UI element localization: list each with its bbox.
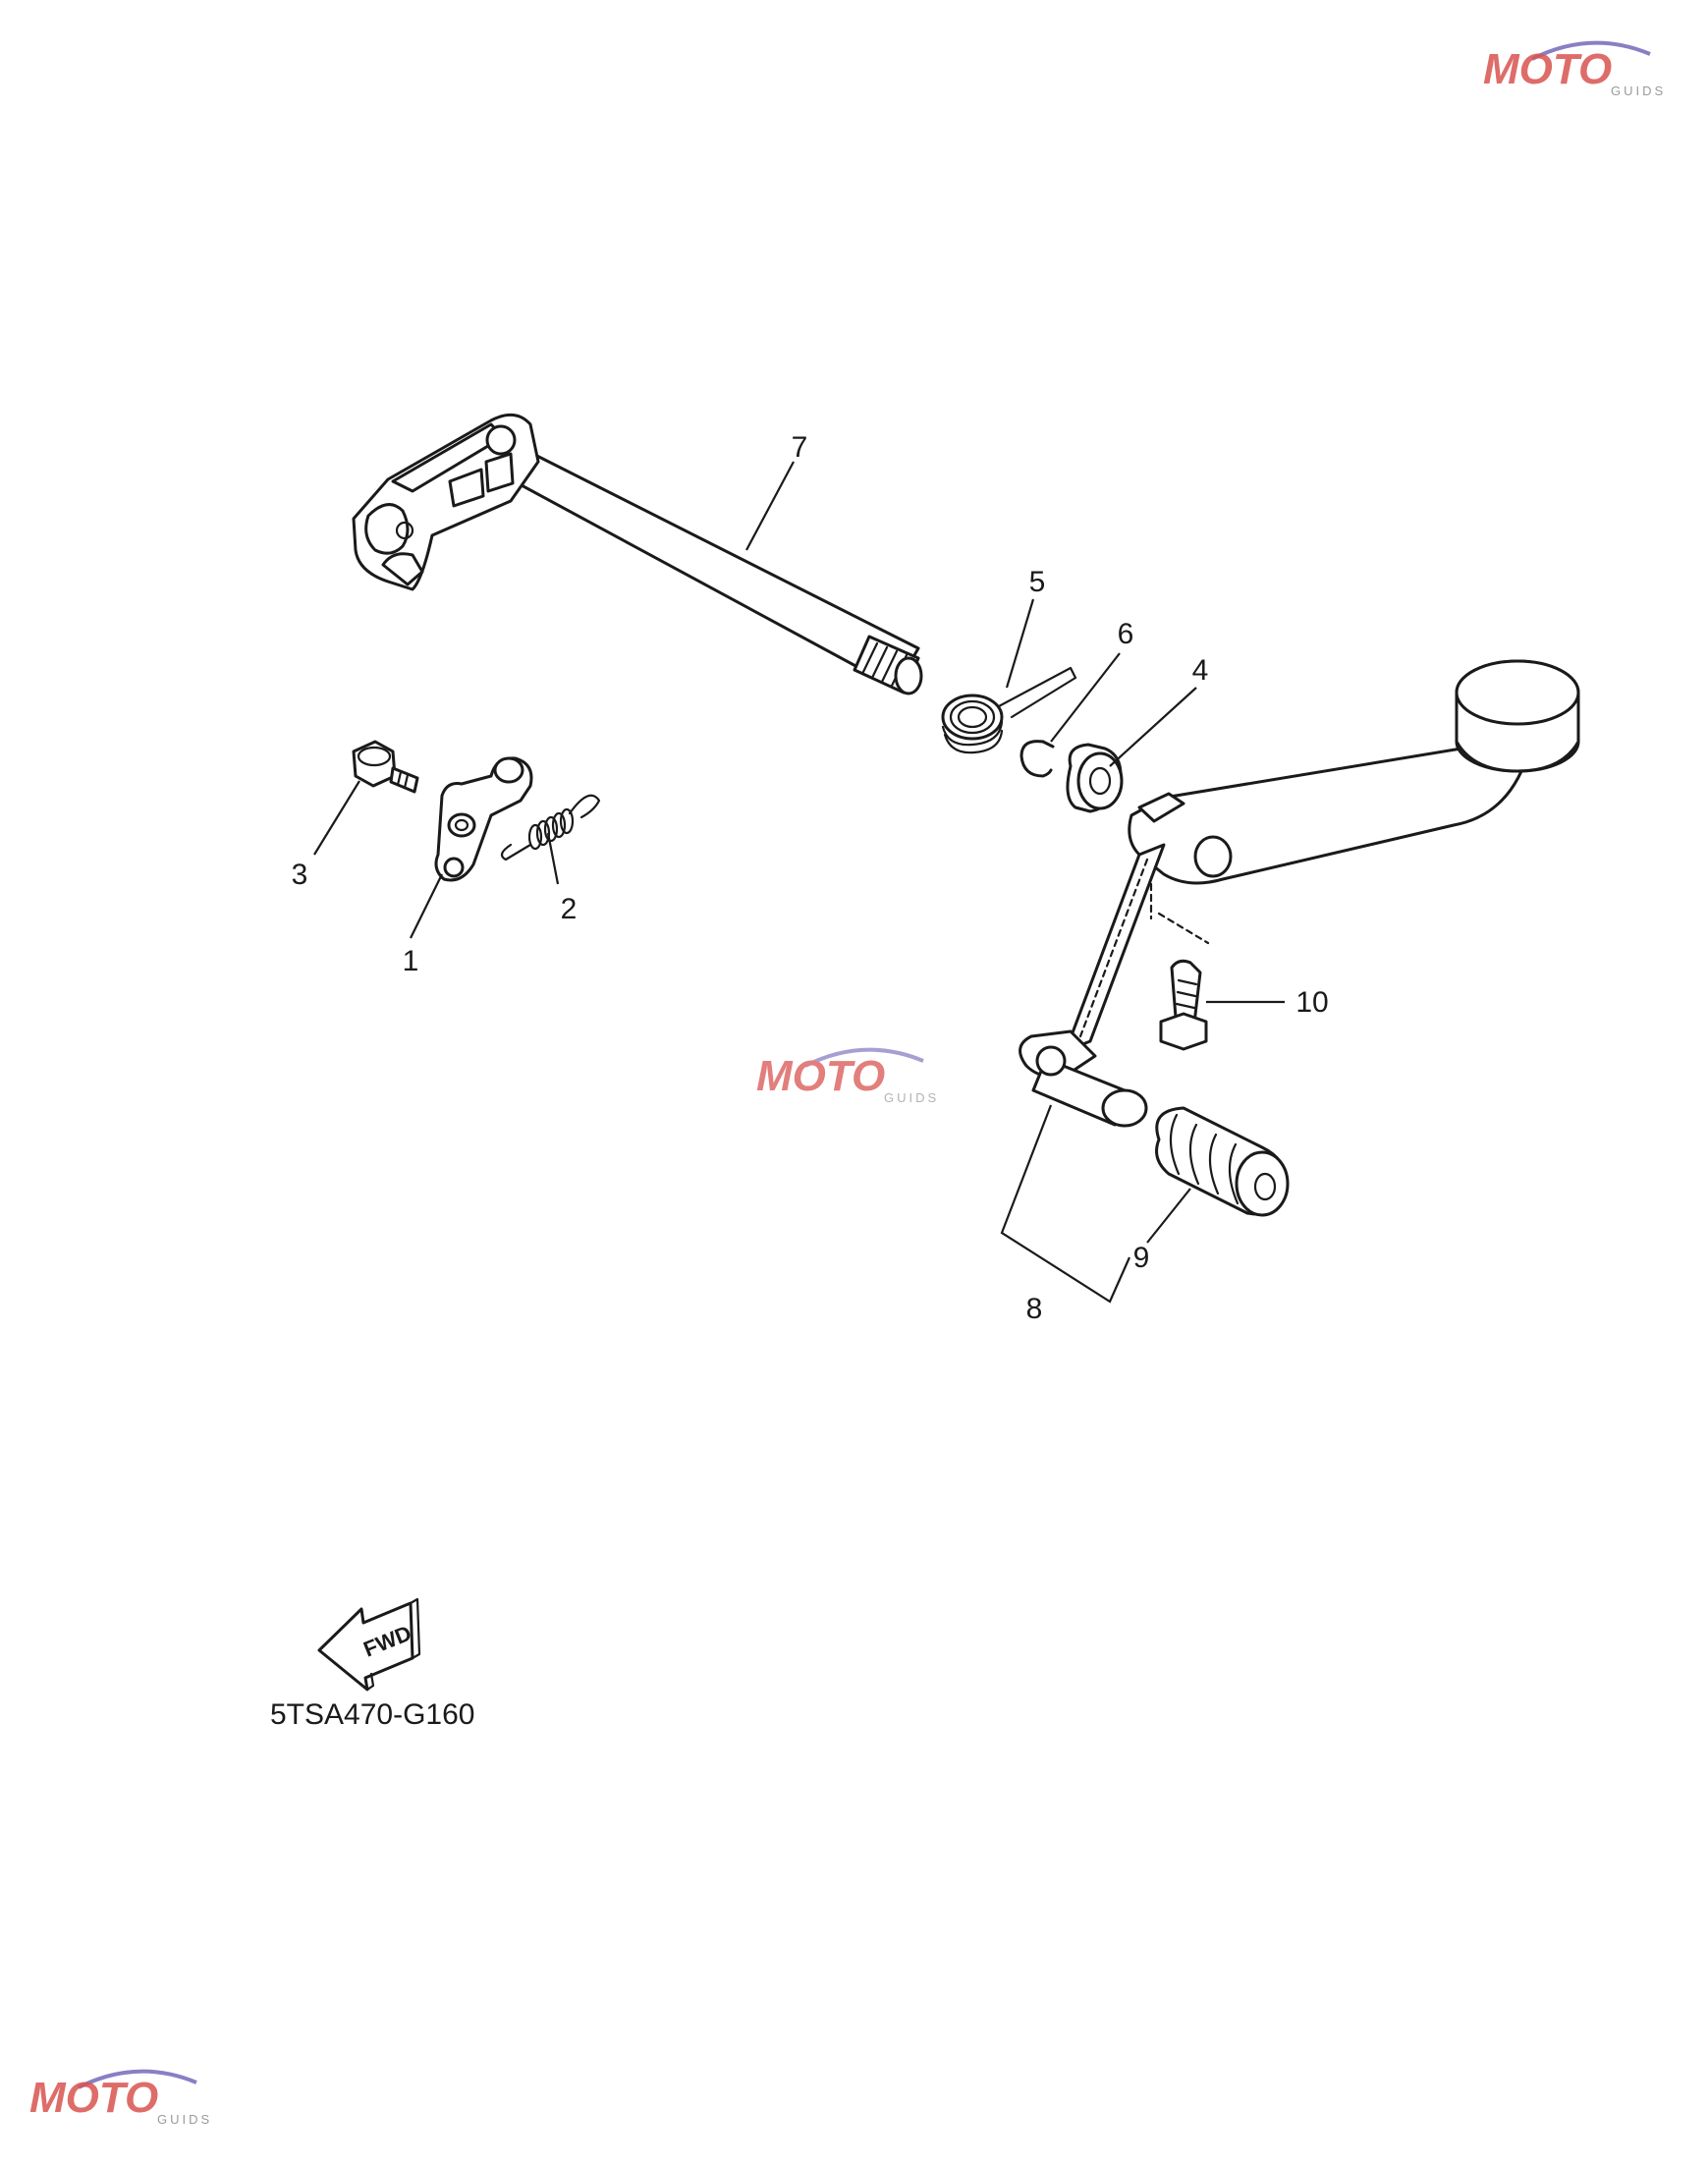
callout-9: 9 [1133, 1242, 1150, 1274]
watermark-swoosh-icon [804, 1047, 924, 1068]
part-6-circlip [1019, 740, 1055, 778]
part-4-washer [1066, 743, 1124, 813]
callout-7: 7 [792, 431, 808, 464]
callout-1: 1 [403, 945, 419, 977]
part-10-bolt [1159, 959, 1208, 1051]
watermark-swoosh-icon [1531, 40, 1651, 61]
watermark-sub: GUIDS [157, 2112, 212, 2127]
part-1-stopper-lever [434, 756, 533, 882]
callouts: 7 5 6 4 3 2 1 10 9 8 [292, 431, 1329, 1325]
watermark-top-right: MOTO GUIDS [1483, 40, 1666, 98]
callout-6: 6 [1118, 618, 1134, 650]
watermark-bottom-left: MOTO GUIDS [29, 2069, 212, 2127]
callout-5: 5 [1029, 566, 1046, 598]
watermark-sub: GUIDS [1611, 83, 1666, 98]
watermark-swoosh-icon [78, 2069, 197, 2089]
watermark-brand: MOTO [756, 1052, 885, 1100]
watermark-sub: GUIDS [884, 1090, 939, 1105]
callout-8: 8 [1026, 1293, 1043, 1325]
leader-lines [313, 461, 1285, 1304]
part-3-bolt [352, 740, 419, 794]
part-7-shift-shaft [352, 413, 923, 695]
part-2-spring [500, 794, 601, 861]
part-8-shift-pedal [1019, 659, 1580, 1128]
callout-10: 10 [1295, 986, 1328, 1019]
callout-4: 4 [1192, 654, 1209, 687]
callout-2: 2 [561, 893, 578, 925]
part-5-torsion-spring [941, 666, 1077, 754]
fwd-arrow-icon: FWD [317, 1597, 421, 1692]
part-9-pedal-rubber [1155, 1106, 1290, 1217]
drawing-code: 5TSA470-G160 [270, 1698, 474, 1731]
watermark-center: MOTO GUIDS [756, 1047, 939, 1105]
watermark-brand: MOTO [1483, 45, 1612, 93]
watermark-brand: MOTO [29, 2074, 158, 2122]
callout-3: 3 [292, 859, 308, 891]
